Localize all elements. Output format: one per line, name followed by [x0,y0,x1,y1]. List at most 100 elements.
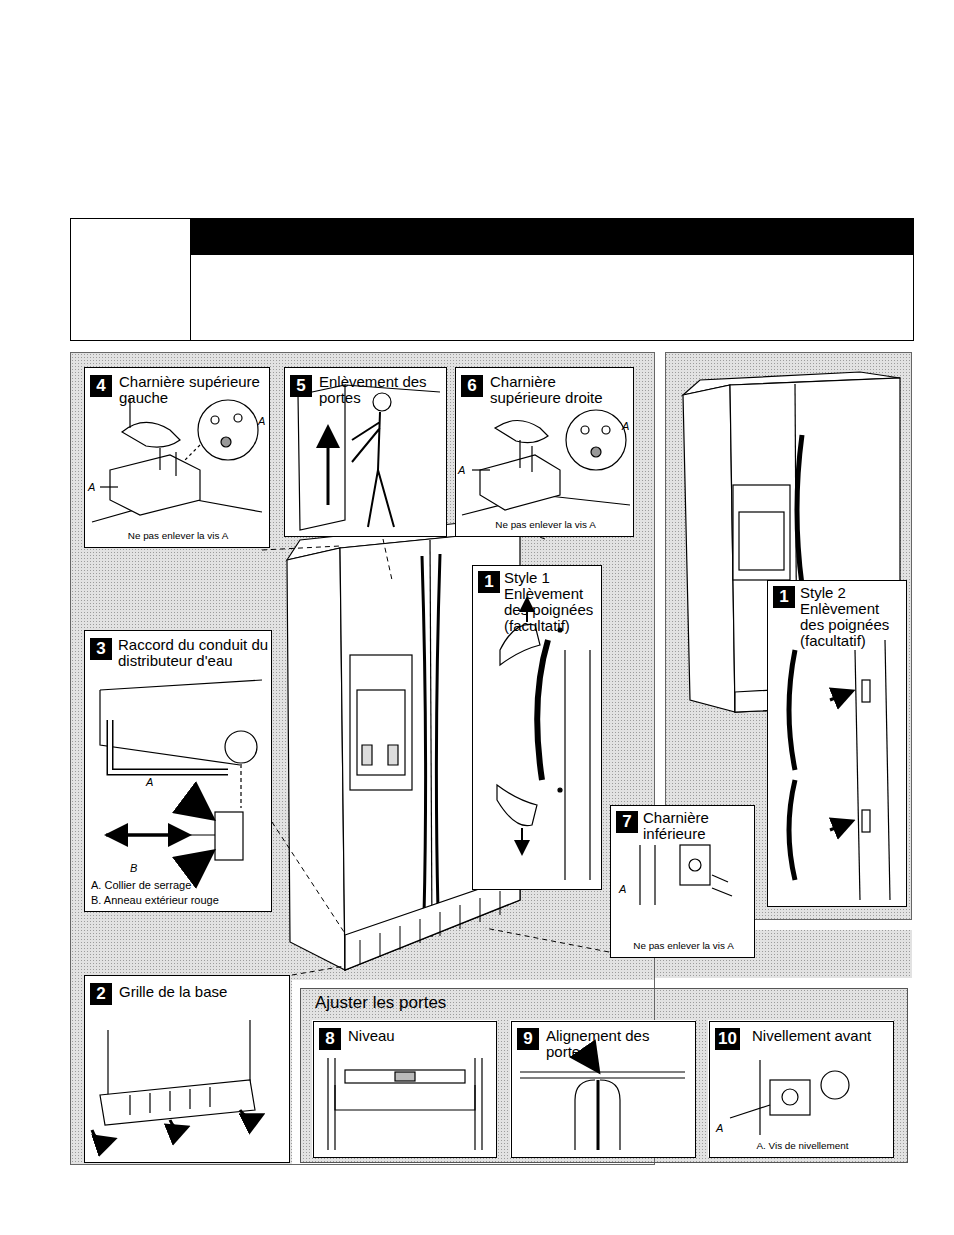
right-refrigerator [797,435,802,585]
callout-letter: A [258,415,265,427]
grey-ground [70,975,292,1165]
hinge-right-drawing [602,426,610,434]
step-note: Ne pas enlever la vis A [611,940,756,952]
level-drawing [481,1058,482,1150]
base-grille-drawing [92,1130,112,1141]
center-refrigerator [360,891,500,964]
step-number: 4 [90,375,112,397]
step-panel: 1Style 2 Enlèvement des poignées (facult… [767,580,907,907]
grey-ground [70,352,912,1165]
hinge-right-drawing [462,410,630,515]
center-refrigerator [422,556,426,916]
handle-style1-drawing [558,788,562,792]
warning-box [71,218,914,341]
hinge-left-drawing [185,445,200,460]
callout-letter: A [458,464,465,476]
hinge-right-drawing [581,426,589,434]
lower-hinge-drawing [654,845,655,905]
panel-grounds [455,367,634,537]
level-drawing [328,1058,482,1150]
step-panel: 7Charnière inférieureNe pas enlever la v… [610,805,755,958]
hinge-left-drawing [198,400,258,460]
base-grille-drawing [92,1020,260,1141]
hinge-left-drawing [92,398,262,522]
door-removal-drawing [298,385,440,530]
step-number: 6 [461,375,483,397]
center-refrigerator [287,548,345,970]
door-alignment-drawing [520,1077,685,1078]
hinge-left-drawing [122,422,180,447]
handle-style2-drawing [830,692,850,700]
hinge-right-drawing [591,447,601,457]
door-removal-drawing [373,393,391,411]
step-title: Grille de la base [119,984,285,1000]
leveling-screw-drawing [730,1060,849,1135]
level-drawing [327,1058,328,1150]
center-refrigerator [362,745,398,765]
leveling-screw-drawing [821,1071,849,1099]
handle-style1-drawing [589,650,590,880]
handle-style2-drawing [862,680,870,702]
callout-letter: A [146,776,153,788]
right-refrigerator [683,385,735,712]
step-title: Alignement des portes [546,1028,692,1060]
water-line-drawing [106,834,186,837]
panel-grounds [510,1020,695,1157]
handle-style2-drawing [830,822,850,830]
leader-lines [272,822,346,935]
hinge-left-drawing [221,437,231,447]
step-title: Style 2 Enlèvement des poignées (faculta… [800,585,906,649]
step-panel: 1Style 1 Enlèvement des poignées (facult… [472,565,602,890]
step-number: 1 [478,571,500,593]
panel-grounds [84,367,907,1163]
hinge-left-drawing [159,448,160,470]
step-title: Enlèvement des portes [319,374,443,406]
step-panel: 2Grille de la base [84,975,290,1163]
step-title: Charnière supérieure droite [490,374,630,406]
leveling-screw-drawing [770,1080,810,1115]
step-note: A. Collier de serrage [91,879,267,892]
leader-lines [383,539,392,580]
base-grille-drawing [240,1110,260,1118]
panel-grounds [767,580,907,907]
step-panel: 9 Alignement des portes [511,1021,696,1158]
door-alignment-drawing [575,1080,620,1150]
base-grille-drawing [100,1080,255,1125]
handle-style1-drawing [497,785,537,826]
leader-lines [485,928,609,952]
leader-lines [262,546,340,550]
door-removal-drawing [352,412,394,527]
panel-grounds [472,565,602,890]
center-refrigerator [357,690,405,775]
step-number: 9 [517,1028,539,1050]
hinge-right-drawing [519,440,520,468]
door-removal-drawing [298,385,345,530]
water-line-drawing [110,720,228,772]
callout-letter: A [619,883,626,895]
callout-letter: A [716,1122,723,1134]
handle-style2-drawing [855,650,860,900]
handle-style1-drawing [537,640,548,780]
panel-grounds [84,630,272,912]
handle-style1-drawing [521,828,523,852]
water-line-drawing [188,855,208,870]
step-title: Niveau [348,1028,494,1044]
step-number: 1 [773,586,795,608]
handle-style1-drawing [497,600,590,880]
water-line-drawing [240,764,241,808]
water-line-drawing [215,812,243,860]
warning-box [71,219,914,341]
step-title: Charnière inférieure [643,810,753,842]
step-panel: 10Nivellement avantA. Vis de nivellement [709,1021,894,1158]
handle-style1-drawing [564,650,565,880]
step-note: B. Anneau extérieur rouge [91,894,267,907]
level-drawing [335,1085,475,1110]
water-line-drawing [110,835,215,836]
door-alignment-drawing [597,1080,600,1150]
level-drawing [395,1072,415,1081]
panel-grounds [708,1020,893,1157]
water-line-drawing [100,680,262,870]
lower-hinge-drawing [639,845,640,905]
water-line-drawing [110,720,228,772]
step-number: 10 [715,1028,740,1050]
